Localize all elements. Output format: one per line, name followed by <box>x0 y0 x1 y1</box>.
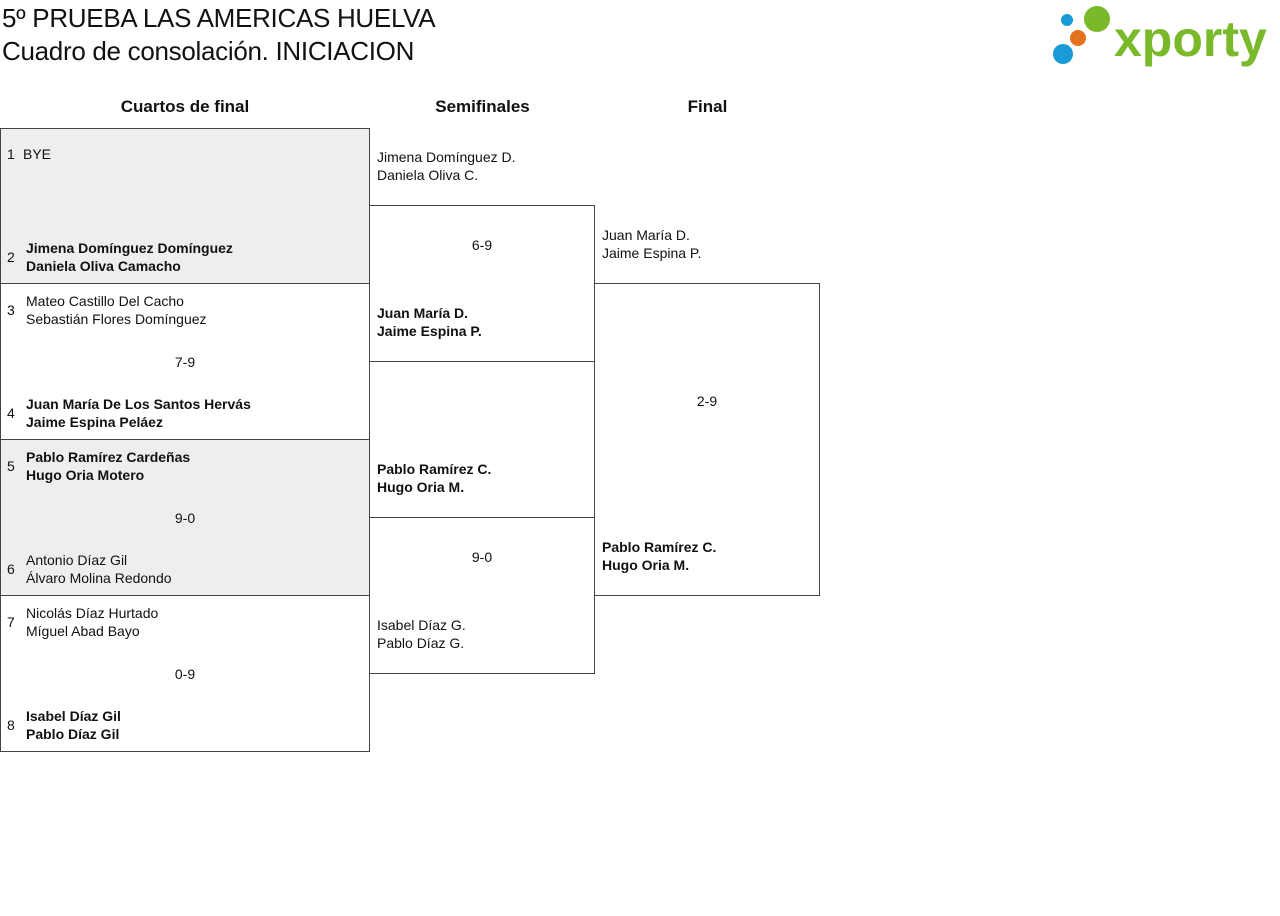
player-name: Hugo Oria M. <box>602 557 690 573</box>
player-name: Jimena Domínguez Domínguez <box>26 240 233 256</box>
player-name: Hugo Oria M. <box>377 479 465 495</box>
team-loser: Isabel Díaz G. Pablo Díaz G. <box>377 616 466 652</box>
team-winner: Pablo Ramírez C. Hugo Oria M. <box>602 538 716 574</box>
tournament-title: 5º PRUEBA LAS AMERICAS HUELVA <box>2 3 436 33</box>
qf-match-1 <box>0 128 370 284</box>
player-name: Sebastián Flores Domínguez <box>26 311 207 327</box>
draw-subtitle: Cuadro de consolación. INICIACION <box>2 36 415 66</box>
match-score: 0-9 <box>174 666 196 682</box>
logo-dot-blue <box>1053 44 1073 64</box>
seed-number: 1 <box>7 146 15 162</box>
player-name: Antonio Díaz Gil <box>26 552 128 568</box>
logo-dot-green <box>1084 6 1110 32</box>
player-name: Pablo Ramírez C. <box>602 539 717 555</box>
seed-number: 4 <box>7 405 15 421</box>
player-name: Isabel Díaz G. <box>377 617 466 633</box>
team-name: BYE <box>23 146 52 162</box>
team-loser: Jimena Domínguez D. Daniela Oliva C. <box>377 148 516 184</box>
seed-number: 3 <box>7 302 15 318</box>
player-name: Nicolás Díaz Hurtado <box>26 605 159 621</box>
team-winner: Isabel Díaz Gil Pablo Díaz Gil <box>26 707 121 743</box>
seed-number: 8 <box>7 717 15 733</box>
column-header-final: Final <box>687 97 728 116</box>
team-loser: Antonio Díaz Gil Álvaro Molina Redondo <box>26 551 172 587</box>
qf-match-3 <box>0 439 370 596</box>
match-score: 2-9 <box>696 393 718 409</box>
player-name: Jimena Domínguez D. <box>377 149 516 165</box>
player-name: Juan María D. <box>602 227 690 243</box>
player-name: Jaime Espina P. <box>377 323 482 339</box>
xporty-logo: xporty <box>1053 6 1267 67</box>
seed-number: 7 <box>7 614 15 630</box>
player-name: Juan María De Los Santos Hervás <box>26 396 251 412</box>
player-name: Jaime Espina P. <box>602 245 702 261</box>
match-score: 9-0 <box>471 549 493 565</box>
logo-wordmark: xporty <box>1114 11 1267 67</box>
player-name: Jaime Espina Peláez <box>26 414 163 430</box>
final-match <box>594 283 820 596</box>
player-name: Isabel Díaz Gil <box>26 708 121 724</box>
player-name: Juan María D. <box>377 305 469 321</box>
team-winner: Pablo Ramírez C. Hugo Oria M. <box>377 460 491 496</box>
team-loser: Mateo Castillo Del Cacho Sebastián Flore… <box>26 292 207 328</box>
team-winner: Juan María De Los Santos Hervás Jaime Es… <box>26 395 251 431</box>
player-name: Pablo Ramírez C. <box>377 461 492 477</box>
player-name: Daniela Oliva C. <box>377 167 479 183</box>
team-winner: Pablo Ramírez Cardeñas Hugo Oria Motero <box>26 448 190 484</box>
column-header-semifinals: Semifinales <box>435 97 530 116</box>
player-name: Pablo Ramírez Cardeñas <box>26 449 191 465</box>
player-name: Daniela Oliva Camacho <box>26 258 181 274</box>
player-name: Míguel Abad Bayo <box>26 623 140 639</box>
player-name: Mateo Castillo Del Cacho <box>26 293 184 309</box>
team-loser: Nicolás Díaz Hurtado Míguel Abad Bayo <box>26 604 158 640</box>
match-score: 9-0 <box>174 510 196 526</box>
logo-dot-blue-small <box>1061 14 1073 26</box>
match-score: 7-9 <box>174 354 196 370</box>
column-header-quarterfinals: Cuartos de final <box>120 97 250 116</box>
seed-number: 5 <box>7 458 15 474</box>
seed-number: 2 <box>7 249 15 265</box>
seed-number: 6 <box>7 561 15 577</box>
team-winner: Juan María D. Jaime Espina P. <box>377 304 482 340</box>
player-name: Álvaro Molina Redondo <box>26 570 172 586</box>
team-loser: Juan María D. Jaime Espina P. <box>602 226 701 262</box>
player-name: Pablo Díaz Gil <box>26 726 120 742</box>
logo-dot-orange <box>1070 30 1086 46</box>
player-name: Pablo Díaz G. <box>377 635 465 651</box>
team-winner: Jimena Domínguez Domínguez Daniela Oliva… <box>26 239 233 275</box>
match-score: 6-9 <box>471 237 493 253</box>
player-name: Hugo Oria Motero <box>26 467 145 483</box>
